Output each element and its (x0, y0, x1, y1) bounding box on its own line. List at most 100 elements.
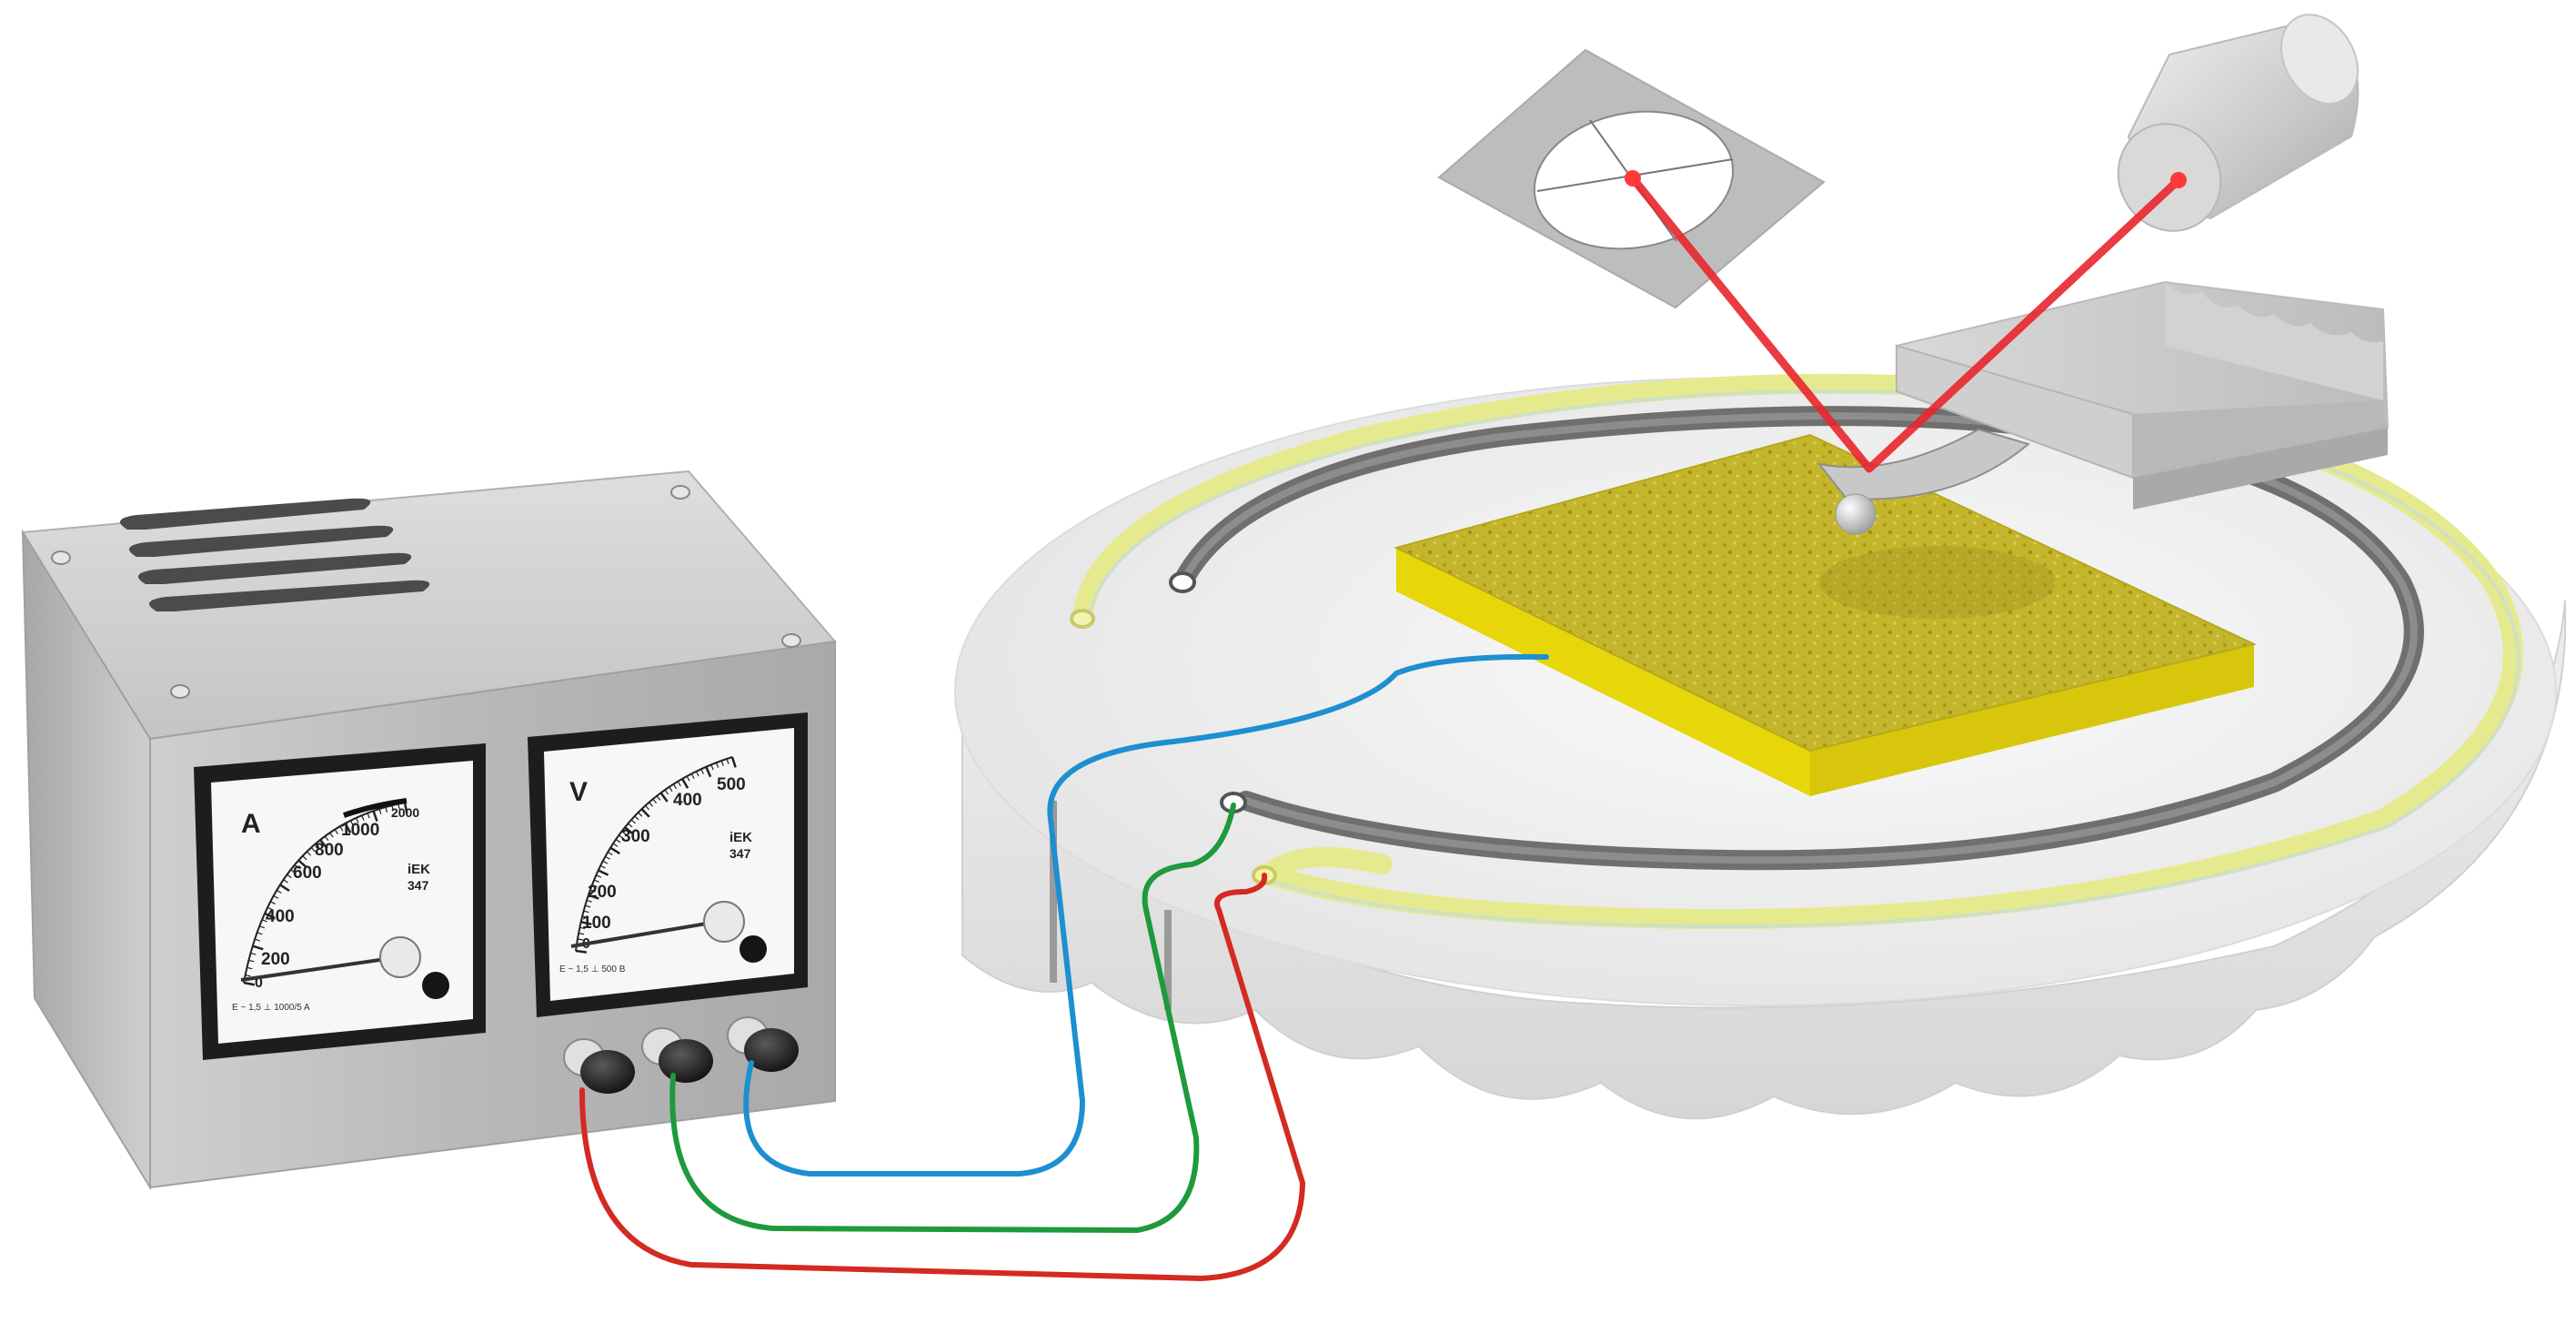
ammeter-tick (361, 814, 365, 821)
voltmeter-tick (605, 855, 610, 860)
ammeter-unit-letter: A (241, 809, 261, 839)
binding-post-icon[interactable] (727, 1016, 799, 1072)
voltmeter-tick (672, 783, 678, 790)
probe-holder-bottom (2133, 428, 2388, 510)
voltmeter-tick (681, 778, 689, 789)
voltmeter-tick (634, 815, 639, 821)
voltmeter-tick (575, 949, 588, 954)
ammeter-tick (261, 919, 267, 923)
voltmeter-tick (599, 864, 606, 869)
voltmeter-tick (669, 786, 673, 793)
voltmeter-tick (645, 804, 649, 811)
ammeter-tick (310, 847, 316, 853)
voltmeter-tick (656, 795, 661, 801)
voltmeter-tick (628, 823, 633, 828)
laser-cylinder-back (2280, 14, 2359, 105)
zero-adjust-knob[interactable] (740, 935, 767, 963)
ammeter-tick (355, 817, 359, 823)
probe-tip-ball (1835, 493, 1877, 535)
ammeter-ticks (243, 802, 408, 986)
ammeter-tick (252, 944, 264, 951)
voltmeter-tick (602, 860, 609, 864)
ammeter-tick (315, 843, 320, 849)
voltmeter-tick (677, 781, 681, 787)
ammeter-scale-label: 1000 (341, 821, 379, 840)
ammeter-tick (283, 879, 288, 884)
voltmeter-tick (621, 831, 627, 835)
ammeter-scale-label: 2000 (391, 805, 419, 820)
voltmeter-scale-label: 500 (717, 775, 746, 794)
voltmeter-tick (607, 851, 613, 856)
voltmeter-model: 347 (730, 846, 751, 861)
ammeter-tick (324, 835, 329, 842)
ammeter-model: 347 (408, 878, 429, 893)
voltmeter-tick (640, 808, 650, 818)
laser-beam-path (1629, 176, 2182, 473)
voltmeter-tick (695, 771, 699, 777)
ammeter-tick (349, 820, 354, 826)
voltmeter-tick (598, 869, 609, 876)
ammeter-tick (339, 825, 344, 832)
voltmeter-tick (686, 775, 690, 782)
ammeter-brand-logo: iEK (408, 862, 430, 877)
laser-spot-icon (1625, 170, 1641, 187)
voltmeter-tick (659, 792, 669, 803)
ammeter-tick (385, 806, 388, 813)
voltmeter-tick (618, 834, 624, 839)
laser-source (2117, 14, 2360, 232)
ammeter-scale-arc-thick (343, 798, 408, 818)
laser-beam (1625, 170, 2187, 473)
voltmeter-tick (726, 758, 730, 764)
ammeter-tick (372, 810, 378, 822)
ammeter-tick (276, 889, 282, 894)
ammeter-tick (243, 981, 256, 986)
power-supply: A 0 200 400 600 800 1000 2000 iEK 347 E … (21, 470, 837, 1191)
stage-disc-side (961, 600, 2566, 1120)
voltmeter-tick (615, 838, 621, 843)
sample-plate-front (1396, 548, 1810, 796)
ammeter-tick (270, 901, 276, 905)
ammeter-tick (279, 884, 290, 892)
voltmeter-tick (583, 910, 589, 914)
inner-electrode-track-highlight (1179, 412, 2418, 864)
blue-wire (743, 653, 1549, 1177)
lower-electrode-track (1259, 847, 1393, 884)
voltmeter-scale-label: 400 (673, 791, 702, 810)
voltmeter-tick (589, 889, 596, 893)
voltmeter-tick (581, 915, 589, 919)
ammeter-tick (259, 925, 266, 929)
green-wire (669, 803, 1236, 1234)
voltmeter-footer: E ~ 1,5 ⊥ 500 B (559, 964, 626, 975)
voltmeter-tick (586, 899, 592, 903)
voltmeter-tick (630, 819, 636, 824)
voltmeter-tick (690, 773, 695, 779)
voltmeter-tick (624, 826, 635, 835)
voltmeter-tick (715, 762, 719, 768)
ammeter-tick (257, 932, 263, 935)
binding-post-icon[interactable] (641, 1027, 713, 1083)
voltmeter-tick (652, 798, 658, 804)
ammeter-tick (391, 805, 394, 812)
voltmeter-tick (596, 874, 602, 878)
ammeter: A 0 200 400 600 800 1000 2000 iEK 347 E … (194, 743, 486, 1060)
ammeter-scale-label: 800 (315, 841, 344, 860)
ammeter-tick (306, 851, 312, 856)
voltmeter-tick (612, 843, 619, 847)
voltmeter-brand-logo: iEK (730, 830, 752, 845)
ammeter-scale-label: 200 (261, 950, 290, 969)
voltmeter-scale-label: 300 (621, 827, 650, 846)
ammeter-face (211, 761, 473, 1044)
binding-post-icon[interactable] (563, 1038, 635, 1094)
voltmeter-scale-label: 200 (588, 883, 617, 902)
sample-plate (1394, 433, 2258, 796)
ammeter-scale-label: 0 (255, 975, 263, 991)
ammeter-tick (397, 803, 400, 810)
ammeter-needle (240, 955, 399, 982)
voltmeter-pivot-icon (703, 901, 745, 943)
voltmeter-tick (585, 904, 591, 908)
ammeter-tick (290, 869, 296, 874)
zero-adjust-knob[interactable] (422, 972, 449, 999)
ammeter-tick (287, 874, 292, 879)
ammeter-tick (329, 832, 334, 838)
